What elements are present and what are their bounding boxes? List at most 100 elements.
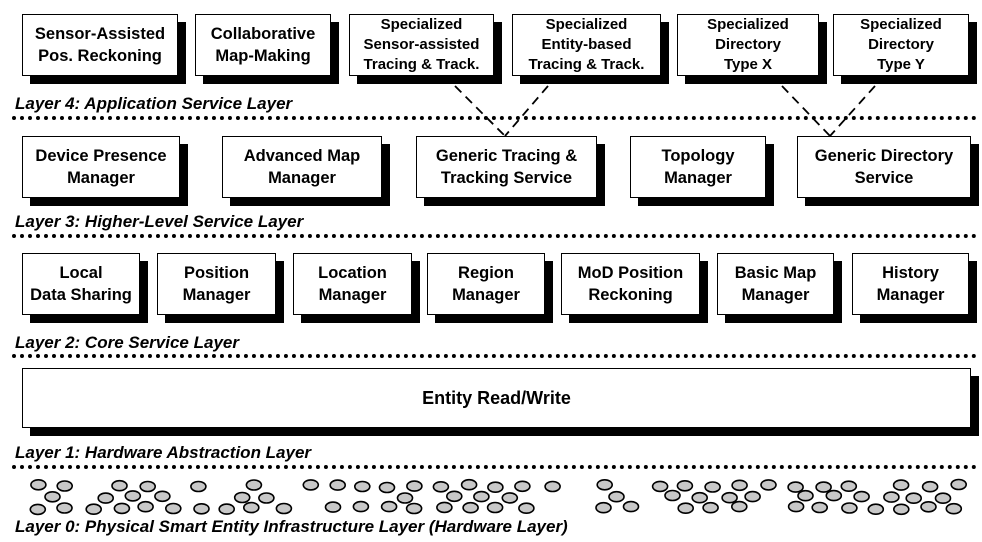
hardware-entity-icon [544, 480, 561, 493]
hardware-entity-icon [892, 503, 910, 516]
box-collaborative-map-making: Collaborative Map-Making [195, 14, 331, 76]
layer-2-label: Layer 2: Core Service Layer [15, 333, 239, 352]
hardware-entity-icon [825, 489, 843, 502]
hardware-entity-icon [56, 502, 73, 514]
box-specialized-directory-type-x: Specialized Directory Type X [677, 14, 819, 76]
hardware-entity-icon [950, 478, 968, 491]
hardware-entity-icon [436, 501, 453, 514]
hardware-entity-icon [154, 490, 171, 503]
hardware-entity-icon [676, 479, 694, 492]
box-local-data-sharing: Local Data Sharing [22, 253, 140, 315]
box-label: Region Manager [452, 264, 520, 304]
dashed-connector [829, 85, 876, 137]
hardware-entity-icon [934, 492, 952, 505]
hardware-entity-icon [651, 480, 669, 493]
dashed-connector [454, 85, 506, 137]
hardware-entity-icon [797, 489, 814, 502]
box-label: Generic Tracing & Tracking Service [435, 147, 578, 187]
dashed-connector [781, 85, 831, 137]
hardware-entity-icon [892, 479, 910, 491]
box-label: Advanced Map Manager [243, 147, 361, 187]
hardware-entity-icon [787, 500, 805, 513]
hardware-entity-icon [677, 502, 695, 515]
hardware-entity-icon [760, 479, 777, 491]
box-label: Entity Read/Write [422, 388, 571, 408]
hardware-entity-icon [622, 500, 640, 513]
box-mod-position-reckoning: MoD Position Reckoning [561, 253, 700, 315]
hardware-entity-icon [193, 502, 210, 515]
hardware-entity-icon [664, 489, 681, 502]
box-history-manager: History Manager [852, 253, 969, 315]
hardware-entity-icon [840, 480, 858, 493]
hardware-entity-icon [111, 479, 128, 492]
box-position-manager: Position Manager [157, 253, 276, 315]
box-device-presence-manager: Device Presence Manager [22, 136, 180, 198]
box-label: Device Presence Manager [35, 147, 167, 187]
hardware-entity-icon [44, 490, 61, 503]
hardware-entity-icon [883, 491, 900, 503]
hardware-entity-icon [378, 481, 396, 494]
hardware-entity-icon [486, 501, 504, 514]
hardware-entity-icon [731, 479, 748, 492]
hardware-entity-icon [702, 501, 719, 514]
hardware-entity-icon [56, 480, 73, 492]
hardware-entity-icon [380, 500, 398, 513]
box-label: Generic Directory Service [814, 147, 954, 187]
box-specialized-directory-type-y: Specialized Directory Type Y [833, 14, 969, 76]
box-label: Sensor-Assisted Pos. Reckoning [34, 25, 166, 65]
hardware-entity-icon [487, 481, 504, 494]
box-label: Basic Map Manager [734, 264, 817, 304]
box-advanced-map-manager: Advanced Map Manager [222, 136, 382, 198]
hardware-entity-icon [501, 492, 519, 504]
hardware-entity-icon [815, 481, 832, 493]
hardware-entity-icon [787, 481, 804, 493]
hardware-entity-icon [396, 492, 414, 504]
hardware-entity-icon [190, 480, 207, 493]
layer-4-label: Layer 4: Application Service Layer [15, 94, 293, 113]
box-sensor-assisted-pos-reckoning: Sensor-Assisted Pos. Reckoning [22, 14, 178, 76]
layer-divider [12, 234, 977, 238]
hardware-entity-icon [445, 490, 463, 503]
hardware-entity-icon [920, 500, 937, 513]
hardware-entity-icon [353, 480, 371, 493]
layer-0-label: Layer 0: Physical Smart Entity Infrastru… [15, 517, 568, 536]
hardware-entity-icon [165, 502, 182, 515]
hardware-entity-icon [137, 500, 154, 513]
hardware-entity-icon [245, 479, 263, 491]
hardware-entity-icon [406, 480, 423, 492]
box-label: Specialized Directory Type Y [860, 16, 942, 73]
hardware-entity-icon [867, 503, 885, 516]
hardware-entity-icon [329, 479, 347, 491]
box-specialized-sensor-assisted-tracing: Specialized Sensor-assisted Tracing & Tr… [349, 14, 494, 76]
box-location-manager: Location Manager [293, 253, 412, 315]
hardware-entity-icon [905, 492, 923, 505]
hardware-entity-icon [352, 500, 370, 513]
hardware-entity-icon [608, 490, 625, 503]
box-topology-manager: Topology Manager [630, 136, 766, 198]
hardware-entity-icon [596, 478, 614, 491]
hardware-entity-icon [841, 502, 858, 514]
box-label: Topology Manager [661, 147, 735, 187]
layer-divider [12, 465, 977, 469]
hardware-entity-icon [514, 480, 531, 493]
hardware-entity-icon [139, 480, 156, 493]
hardware-entity-icon [595, 501, 612, 514]
box-region-manager: Region Manager [427, 253, 545, 315]
layer-divider [12, 354, 977, 358]
layer-3-label: Layer 3: Higher-Level Service Layer [15, 212, 304, 231]
box-generic-directory-service: Generic Directory Service [797, 136, 971, 198]
box-generic-tracing-tracking-service: Generic Tracing & Tracking Service [416, 136, 597, 198]
box-specialized-entity-based-tracing: Specialized Entity-based Tracing & Track… [512, 14, 661, 76]
hardware-entity-icon [97, 492, 114, 504]
hardware-entity-icon [811, 501, 829, 514]
hardware-entity-icon [744, 490, 761, 503]
hardware-entity-icon [324, 501, 342, 513]
hardware-entity-icon [113, 502, 131, 515]
box-label: Location Manager [318, 264, 387, 304]
hardware-entity-icon [233, 491, 251, 504]
hardware-entity-icon [124, 490, 142, 502]
hardware-entity-icon [921, 480, 939, 493]
hardware-entity-icon [704, 481, 721, 493]
box-basic-map-manager: Basic Map Manager [717, 253, 834, 315]
